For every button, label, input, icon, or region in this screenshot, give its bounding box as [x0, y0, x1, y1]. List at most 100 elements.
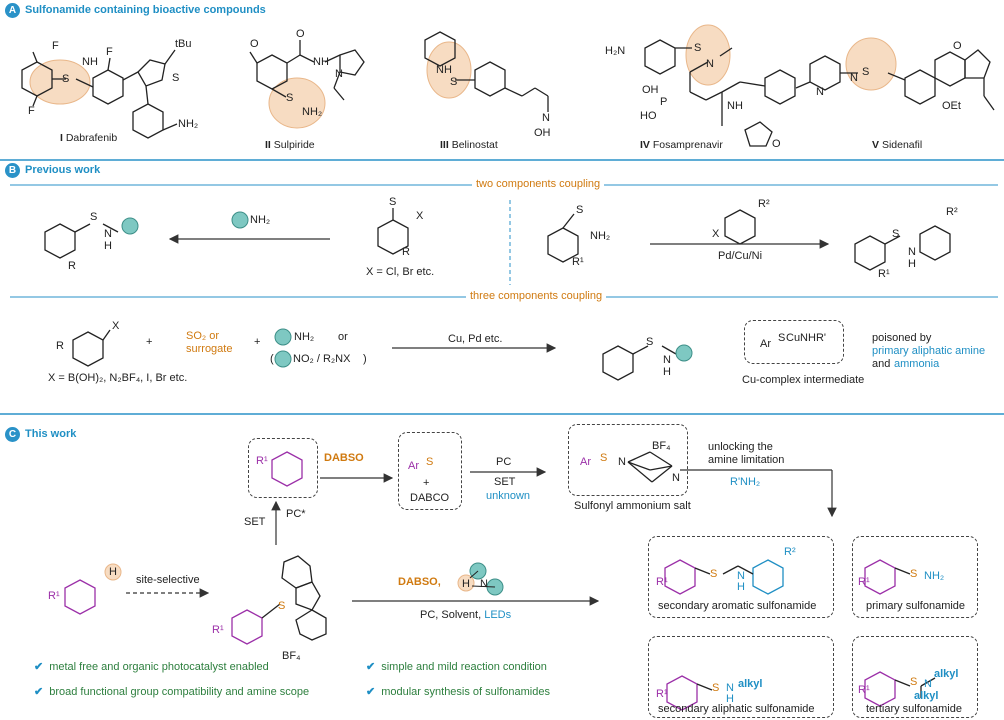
- fosamprenavir-ho: HO: [640, 110, 657, 122]
- three-no2: NO₂ / R₂NX: [293, 353, 351, 365]
- three-surrogate: surrogate: [186, 343, 233, 355]
- check-icon: ✔: [366, 661, 376, 673]
- sidenafil-s: S: [862, 66, 870, 78]
- thianthrenium-bf4: BF₄: [282, 650, 301, 662]
- cu-s: S: [778, 332, 786, 344]
- dabrafenib-f3: F: [28, 105, 35, 117]
- sulpiride-structure: [249, 40, 365, 101]
- sulfonyl-radical-box: [398, 432, 462, 510]
- p1-h: H: [737, 581, 745, 593]
- section-b-rings: [44, 208, 951, 381]
- dabso-2: DABSO,: [398, 576, 441, 588]
- sulfonyl-halide-r: R: [402, 246, 410, 258]
- p1-s: S: [710, 568, 718, 580]
- sulfonamide-s: S: [576, 204, 584, 216]
- sulpiride-s: S: [286, 92, 294, 104]
- p4-alkyl-2: alkyl: [914, 690, 939, 702]
- p1-n: N: [737, 570, 745, 582]
- ammonium-salt-box: [568, 424, 688, 496]
- sulfonyl-radical-s: S: [426, 456, 434, 468]
- section-b-title: Previous work: [25, 164, 101, 176]
- sulpiride-o: O: [250, 38, 259, 50]
- three-paren-close: ): [363, 353, 367, 365]
- site-selective: site-selective: [136, 574, 200, 586]
- fosamprenavir-p: P: [660, 96, 668, 108]
- pc-radical-cation: PC: [496, 456, 512, 468]
- right-product-h: H: [908, 258, 916, 270]
- dabrafenib-f1: F: [52, 40, 59, 52]
- p1-r1: R¹: [656, 576, 668, 588]
- plus-dabco: +: [423, 477, 430, 489]
- conditions: PC, Solvent, LEDs: [420, 609, 512, 621]
- radical-r1: R¹: [256, 455, 268, 467]
- three-product-n: N: [663, 354, 671, 366]
- fosamprenavir-structure: [644, 39, 796, 147]
- left-product-h: H: [104, 240, 112, 252]
- three-r: R: [56, 340, 64, 352]
- sidenafil-n2: N: [816, 86, 824, 98]
- p2-r1: R¹: [858, 576, 870, 588]
- sulfonyl-radical-ar: Ar: [408, 460, 419, 472]
- dabco: DABCO: [410, 492, 450, 504]
- aryl-r2: R²: [758, 198, 770, 210]
- fosamprenavir-h2n: H₂N: [605, 45, 626, 57]
- three-plus2: +: [254, 336, 261, 348]
- feature-4: ✔modular synthesis of sulfonamides: [366, 686, 550, 698]
- fosamprenavir-s: S: [694, 42, 702, 54]
- p3-r1: R¹: [656, 688, 668, 700]
- p4-r1: R¹: [858, 684, 870, 696]
- compound-ii-caption: II Sulpiride: [265, 139, 315, 151]
- three-so2: SO₂ or: [186, 330, 219, 342]
- three-x: X: [112, 320, 120, 332]
- fosamprenavir-nh: NH: [727, 100, 743, 112]
- product-box-3: [648, 636, 834, 718]
- cu-complex-box: [744, 320, 844, 364]
- salt-n: N: [618, 456, 626, 468]
- compound-iv-caption: IV Fosamprenavir: [640, 139, 723, 151]
- salt-n2: N: [672, 472, 680, 484]
- p4-s: S: [910, 676, 918, 688]
- three-product-s: S: [646, 336, 654, 348]
- p1-r2: R²: [784, 546, 796, 558]
- sulfonyl-halide-s: S: [389, 196, 397, 208]
- p2-label: primary sulfonamide: [866, 600, 966, 612]
- and-label: and: [872, 358, 891, 370]
- fosamprenavir-o: O: [772, 138, 781, 150]
- dabrafenib-nh2: NH₂: [178, 118, 199, 130]
- left-product-s: S: [90, 211, 98, 223]
- sidenafil-oet: OEt: [942, 100, 961, 112]
- p4-n: N: [924, 678, 932, 690]
- three-x-def: X = B(OH)₂, N₂BF₄, I, Br etc.: [48, 372, 188, 384]
- section-b-badge: B: [5, 163, 20, 178]
- check-icon: ✔: [34, 661, 44, 673]
- right-product-r1: R¹: [878, 268, 890, 280]
- dabso-1: DABSO: [324, 452, 364, 464]
- belinostat-structure: [424, 31, 549, 112]
- section-c-black-rings: [261, 451, 936, 698]
- sulpiride-n: N: [335, 68, 343, 80]
- three-components-label: three components coupling: [466, 290, 607, 303]
- feature-1: ✔metal free and organic photocatalyst en…: [34, 661, 269, 673]
- fosamprenavir-oh: OH: [642, 84, 659, 96]
- highlight-ellipses: [29, 24, 897, 129]
- three-paren-open: (: [270, 353, 274, 365]
- three-or: or: [338, 331, 348, 343]
- belinostat-nh: NH: [436, 64, 452, 76]
- sulpiride-nh2: NH₂: [302, 106, 323, 118]
- cu-ar: Ar: [760, 338, 771, 350]
- three-plus1: +: [146, 336, 153, 348]
- feature-2: ✔broad functional group compatibility an…: [34, 686, 310, 698]
- p4-alkyl-1: alkyl: [934, 668, 959, 680]
- p1-label: secondary aromatic sulfonamide: [658, 600, 817, 612]
- dabrafenib-tbu: tBu: [175, 38, 192, 50]
- p3-h: H: [726, 693, 734, 705]
- product-box-1: [648, 536, 834, 618]
- sulfonamide-nh2: NH₂: [590, 230, 611, 242]
- belinostat-oh: OH: [534, 127, 551, 139]
- p3-s: S: [712, 682, 720, 694]
- set-label: SET: [494, 476, 516, 488]
- p2-s: S: [910, 568, 918, 580]
- p2-nh2: NH₂: [924, 570, 945, 582]
- primary-amine: primary aliphatic amine: [872, 345, 986, 357]
